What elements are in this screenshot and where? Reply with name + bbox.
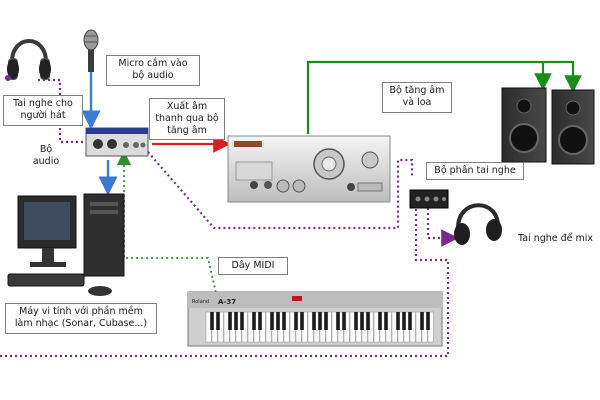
audio-interface-label: Bộ audio <box>32 144 60 167</box>
amplifier-icon <box>227 135 391 203</box>
mix-headphones-label: Tai nghe để mix <box>518 233 594 244</box>
black-key <box>240 312 244 330</box>
microphone-label: Micro cắm vào bộ audio <box>106 55 200 86</box>
black-key <box>282 312 286 330</box>
amp-to-speakers-line <box>306 60 582 134</box>
black-key <box>318 312 322 330</box>
black-key <box>408 312 412 330</box>
black-key <box>228 312 232 330</box>
singer-headphones-icon <box>5 39 51 81</box>
midi-keyboard-icon <box>187 291 443 347</box>
black-key <box>378 312 382 330</box>
audio-interface-icon <box>85 127 149 157</box>
black-key <box>420 312 424 330</box>
black-key <box>324 312 328 330</box>
headphone-splitter-icon <box>409 189 449 209</box>
black-key <box>216 312 220 330</box>
keyboard-brand: Roland <box>192 299 209 305</box>
microphone-icon <box>83 29 99 72</box>
black-key <box>258 312 262 330</box>
splitter-to-mix-headphones-line <box>426 208 459 247</box>
black-key <box>210 312 214 330</box>
black-key <box>294 312 298 330</box>
black-key <box>312 312 316 330</box>
black-key <box>336 312 340 330</box>
black-key <box>276 312 280 330</box>
amp-speakers-label: Bộ tăng âm và loa <box>382 82 452 113</box>
mix-headphones-icon <box>454 203 502 245</box>
black-key <box>252 312 256 330</box>
midi-cable-label: Dây MIDI <box>218 257 288 275</box>
black-key <box>342 312 346 330</box>
black-key <box>402 312 406 330</box>
computer-label: Máy vi tính với phần mềm làm nhạc (Sonar… <box>5 303 157 334</box>
black-key <box>270 312 274 330</box>
black-key <box>396 312 400 330</box>
headphone-splitter-label: Bộ phân tai nghe <box>426 162 524 180</box>
black-key <box>234 312 238 330</box>
computer-icon <box>7 193 125 296</box>
black-key <box>366 312 370 330</box>
audio-to-singer-headphones-line <box>38 78 88 144</box>
speakers-icon <box>501 87 595 165</box>
audio-out-label: Xuất âm thanh qua bộ tăng âm <box>149 98 225 140</box>
black-key <box>360 312 364 330</box>
black-key <box>354 312 358 330</box>
black-key <box>426 312 430 330</box>
black-key <box>384 312 388 330</box>
keyboard-model: A-37 <box>218 298 236 306</box>
singer-headphones-label: Tai nghe cho người hát <box>3 95 83 126</box>
black-key <box>300 312 304 330</box>
